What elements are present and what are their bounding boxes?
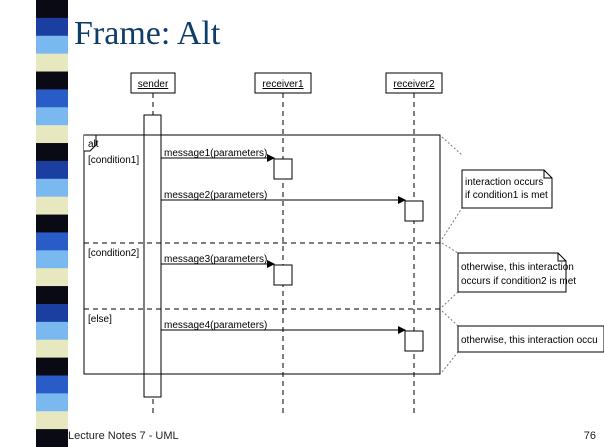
sidebar-stripe	[36, 286, 68, 305]
lifeline-receiver1-label: receiver1	[262, 79, 304, 90]
sidebar-stripe	[36, 17, 68, 37]
note3-connector	[441, 310, 459, 373]
receiver1-activation-1	[273, 158, 293, 180]
note2-line1: otherwise, this interaction	[461, 262, 574, 273]
sidebar-stripe	[36, 35, 68, 55]
sidebar-stripe	[36, 214, 68, 233]
sidebar-stripe	[36, 71, 68, 90]
message4-label: message4(parameters)	[164, 320, 267, 331]
sidebar-stripe	[36, 250, 68, 269]
receiver2-activation-2	[404, 330, 424, 352]
sender-activation	[143, 114, 162, 398]
sidebar-stripe	[36, 393, 68, 412]
message1-label: message1(parameters)	[164, 148, 267, 159]
note2-line2: occurs if condition2 is met	[461, 276, 576, 287]
lifeline-receiver2: receiver2	[385, 72, 443, 94]
sidebar-stripe	[36, 178, 68, 198]
sidebar-stripe	[36, 232, 68, 251]
note-else: otherwise, this interaction occu	[457, 325, 604, 353]
note-condition1: interaction occurs if condition1 is met	[461, 169, 553, 209]
note1-line1: interaction occurs	[465, 177, 543, 188]
guard-else: [else]	[88, 314, 112, 325]
lifeline-sender: sender	[130, 72, 176, 94]
sidebar-stripe	[36, 303, 68, 323]
note3-line1: otherwise, this interaction occu	[461, 335, 598, 346]
note-condition2: otherwise, this interaction occurs if co…	[457, 252, 576, 293]
lifeline-receiver2-label: receiver2	[393, 79, 435, 90]
sidebar-stripe	[36, 89, 68, 108]
sidebar-stripe	[36, 196, 68, 216]
note1-connector	[441, 136, 463, 240]
alt-frame	[83, 134, 441, 375]
sidebar-stripe	[36, 429, 68, 447]
sidebar-stripe	[36, 375, 68, 394]
alt-operator-tab	[84, 134, 97, 152]
message3-label: message3(parameters)	[164, 254, 267, 265]
guard-condition2: [condition2]	[88, 248, 139, 259]
sidebar-stripe	[36, 357, 68, 376]
sidebar-stripe	[36, 411, 68, 430]
sidebar-stripe	[36, 339, 68, 359]
footer-course-label: Lecture Notes 7 - UML	[68, 430, 179, 442]
alt-operator-label: alt	[88, 139, 99, 150]
sidebar-stripe	[36, 0, 68, 19]
sidebar-stripe	[36, 143, 68, 162]
guard-condition1: [condition1]	[88, 155, 139, 166]
note2-connector	[441, 242, 459, 308]
lifeline-receiver1: receiver1	[254, 72, 312, 94]
page-number: 76	[583, 430, 596, 442]
receiver2-activation-1	[404, 200, 424, 222]
receiver1-activation-2	[273, 264, 293, 286]
message2-label: message2(parameters)	[164, 190, 267, 201]
sidebar-stripe	[36, 107, 68, 126]
sidebar-stripe	[36, 160, 68, 180]
note1-line2: if condition1 is met	[465, 190, 548, 201]
sidebar-stripe	[36, 268, 68, 287]
sidebar-decoration	[0, 0, 72, 447]
slide-title: Frame: Alt	[74, 15, 221, 52]
lifeline-sender-label: sender	[138, 79, 169, 90]
sidebar-stripe	[36, 53, 68, 73]
sidebar-stripe	[36, 125, 68, 144]
sidebar-stripe	[36, 321, 68, 341]
